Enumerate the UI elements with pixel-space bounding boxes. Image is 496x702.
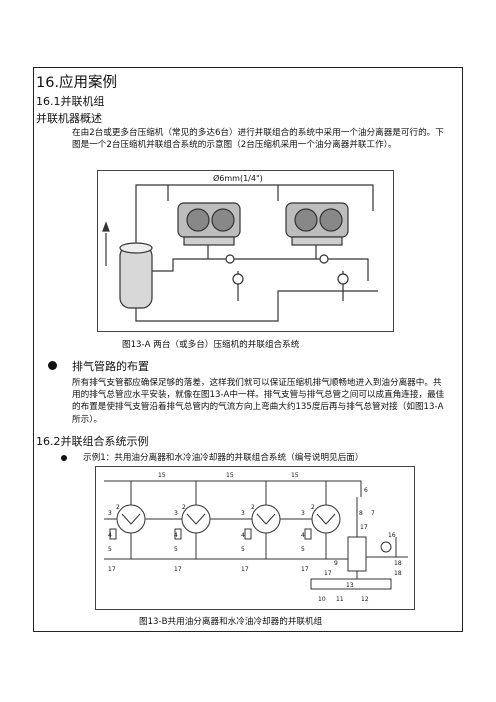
svg-text:5: 5 (241, 546, 245, 553)
svg-text:17: 17 (301, 566, 309, 573)
overview-heading: 并联机器概述 (36, 112, 102, 125)
svg-text:2: 2 (311, 504, 315, 511)
svg-text:6: 6 (364, 487, 368, 494)
svg-text:18: 18 (394, 560, 402, 567)
svg-text:11: 11 (336, 596, 344, 603)
compressor-1 (116, 504, 146, 534)
svg-text:4: 4 (108, 532, 112, 539)
svg-text:8: 8 (359, 510, 363, 517)
compressor-2 (181, 504, 211, 534)
figure-13a-caption: 图13-A 两台（或多台）压缩机的并联组合系统 (122, 340, 300, 350)
figure-13b: 15 15 15 3 3 3 3 2 2 2 2 4 4 4 4 5 5 5 5… (95, 466, 415, 610)
svg-text:16: 16 (388, 532, 396, 539)
bullet-dot (48, 361, 57, 370)
subsection-title-2: 16.2并联组合系统示例 (36, 435, 149, 448)
discharge-heading: 排气管路的布置 (72, 360, 149, 373)
svg-text:4: 4 (241, 532, 245, 539)
svg-text:3: 3 (108, 510, 112, 517)
figure-13b-caption: 图13-B共用油分离器和水冷油冷却器的并联机组 (139, 617, 323, 627)
svg-text:17: 17 (108, 566, 116, 573)
compressor-diagram-a: Ø6mm(1/4") (102, 173, 378, 322)
figure-13a: Ø6mm(1/4") (97, 170, 394, 332)
svg-text:17: 17 (174, 566, 182, 573)
page-frame (33, 67, 463, 632)
svg-text:4: 4 (301, 532, 305, 539)
compressor-3 (251, 504, 281, 534)
svg-text:10: 10 (318, 596, 326, 603)
section-title: 16.应用案例 (36, 75, 118, 91)
svg-text:5: 5 (108, 546, 112, 553)
svg-text:12: 12 (361, 596, 369, 603)
discharge-paragraph: 所有排气支管都应确保足够的落差，这样我们就可以保证压缩机排气顺畅地进入到油分离器… (72, 378, 445, 425)
bullet-dot-small (61, 455, 67, 461)
compressor-4 (311, 504, 341, 534)
svg-text:3: 3 (301, 510, 305, 517)
svg-text:15: 15 (291, 472, 299, 479)
svg-text:2: 2 (251, 504, 255, 511)
svg-text:2: 2 (182, 504, 186, 511)
figB-number-labels: 15 15 15 3 3 3 3 2 2 2 2 4 4 4 4 5 5 5 5… (108, 472, 402, 603)
svg-text:3: 3 (241, 510, 245, 517)
svg-text:17: 17 (241, 566, 249, 573)
svg-text:13: 13 (346, 582, 354, 589)
example1-label: 示例1：共用油分离器和水冷油冷却器的并联组合系统（编号说明见后面） (83, 453, 364, 463)
svg-text:18: 18 (394, 570, 402, 577)
svg-text:17: 17 (360, 524, 368, 531)
svg-text:15: 15 (158, 472, 166, 479)
svg-text:4: 4 (174, 532, 178, 539)
svg-text:5: 5 (174, 546, 178, 553)
compressor-diagram-b: 15 15 15 3 3 3 3 2 2 2 2 4 4 4 4 5 5 5 5… (104, 472, 408, 603)
svg-text:5: 5 (301, 546, 305, 553)
svg-text:7: 7 (371, 510, 375, 517)
svg-text:17: 17 (324, 570, 332, 577)
overview-paragraph: 在由2台或更多台压缩机（常见的多达6台）进行并联组合的系统中采用一个油分离器是可… (72, 128, 444, 151)
svg-text:9: 9 (334, 560, 338, 567)
pipe-size-label: Ø6mm(1/4") (213, 173, 263, 183)
svg-text:2: 2 (116, 504, 120, 511)
svg-text:3: 3 (174, 510, 178, 517)
subsection-title-1: 16.1并联机组 (36, 95, 105, 108)
svg-text:15: 15 (226, 472, 234, 479)
